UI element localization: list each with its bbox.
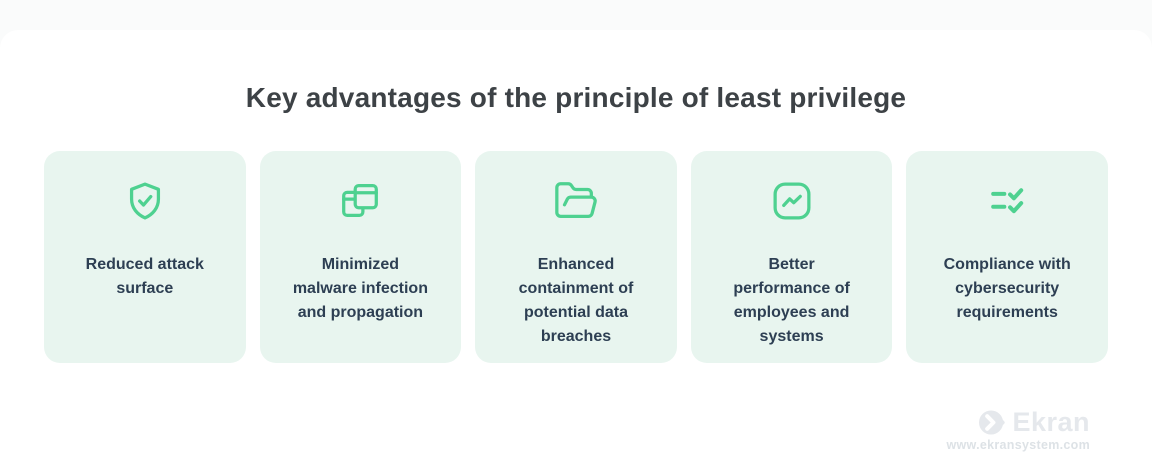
card-label: Better performance of employees and syst… (733, 256, 850, 345)
brand-watermark: Ekran www.ekransystem.com (947, 408, 1091, 452)
card-enhanced-containment: Enhanced containment of potential data b… (475, 151, 677, 363)
brand-name: Ekran (1012, 407, 1090, 437)
checklist-icon (991, 188, 1024, 214)
shield-check-icon (129, 182, 160, 220)
card-reduced-attack-surface: Reduced attack surface (44, 151, 246, 363)
brand-url: www.ekransystem.com (946, 438, 1090, 452)
content-panel: Key advantages of the principle of least… (0, 30, 1152, 456)
advantage-cards: Reduced attack surface Minimized malware… (44, 151, 1108, 363)
card-compliance: Compliance with cybersecurity requiremen… (906, 151, 1108, 363)
overlapping-windows-icon (342, 184, 379, 218)
card-minimized-malware: Minimized malware infection and propagat… (259, 151, 462, 363)
card-label: Compliance with cybersecurity requiremen… (943, 256, 1071, 321)
card-label: Reduced attack surface (85, 256, 204, 297)
card-better-performance: Better performance of employees and syst… (690, 151, 893, 363)
folder-open-icon (555, 182, 597, 218)
page-title: Key advantages of the principle of least… (245, 82, 907, 113)
card-label: Enhanced containment of potential data b… (518, 256, 634, 345)
card-label: Minimized malware infection and propagat… (292, 256, 428, 321)
brand-logo-row: Ekran (947, 408, 1091, 436)
ekran-logo-icon (979, 409, 1006, 435)
trend-line-icon (773, 182, 811, 220)
